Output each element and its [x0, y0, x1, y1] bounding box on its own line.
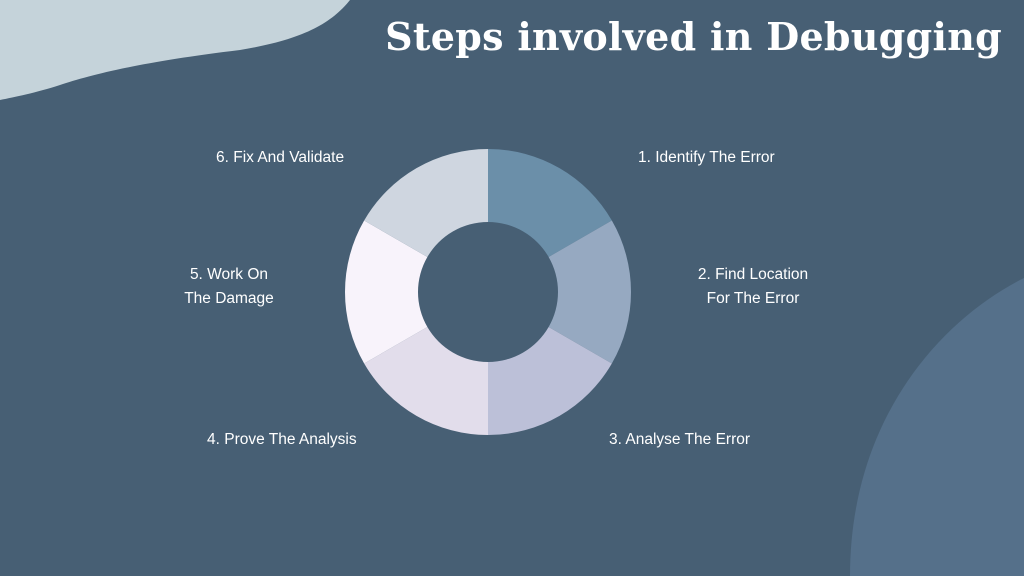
donut-segment-4: [364, 327, 488, 435]
page-title: Steps involved in Debugging: [385, 14, 1002, 59]
donut-segment-5: [345, 220, 428, 364]
step-label-3: 3. Analyse The Error: [609, 431, 751, 448]
steps-donut: [345, 149, 631, 435]
corner-blob-top-left: [0, 0, 350, 100]
step-label-4: 4. Prove The Analysis: [207, 431, 357, 448]
step-label-6: 6. Fix And Validate: [216, 149, 345, 166]
donut-segment-6: [364, 149, 488, 257]
donut-segment-1: [488, 149, 612, 257]
corner-blob-bottom-right: [850, 278, 1024, 576]
donut-segment-2: [548, 220, 631, 364]
donut-segment-3: [488, 327, 612, 435]
step-label-1: 1. Identify The Error: [638, 149, 775, 166]
